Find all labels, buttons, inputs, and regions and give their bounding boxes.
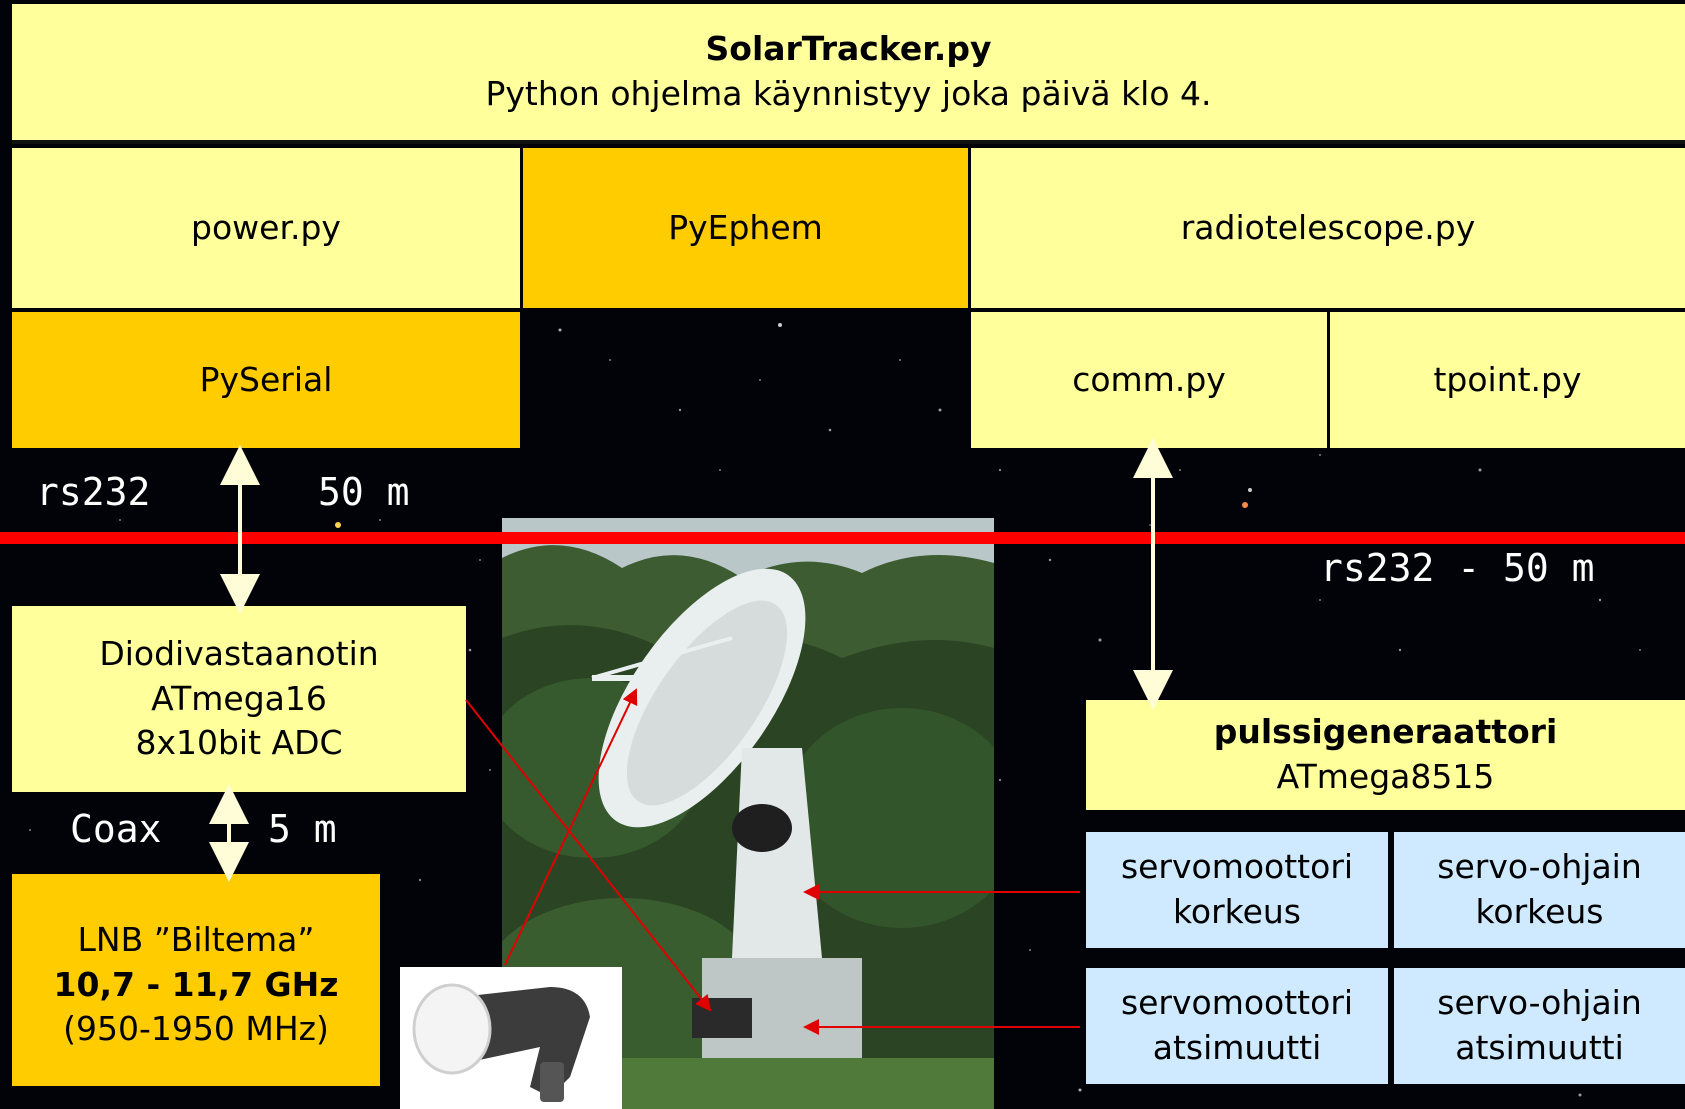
lnb-device-photo bbox=[400, 967, 622, 1109]
power-py-label: power.py bbox=[191, 207, 341, 247]
lnb-box: LNB ”Biltema” 10,7 - 11,7 GHz (950-1950 … bbox=[12, 874, 380, 1086]
receiver-mcu: ATmega16 bbox=[151, 678, 327, 718]
lnb-name: LNB ”Biltema” bbox=[77, 920, 315, 960]
servo-motor-altitude-line1: servomoottori bbox=[1120, 847, 1354, 887]
pyserial-box: PySerial bbox=[12, 312, 520, 448]
servo-driver-azimuth-line2: atsimuutti bbox=[1455, 1028, 1624, 1067]
solartracker-title: SolarTracker.py bbox=[705, 29, 992, 69]
pulse-generator-box: pulssigeneraattori ATmega8515 bbox=[1086, 700, 1685, 810]
right-rs232-label: rs232 - 50 m bbox=[1320, 546, 1595, 590]
servo-motor-altitude-line2: korkeus bbox=[1172, 892, 1302, 931]
servo-driver-azimuth-box: servo-ohjain atsimuutti bbox=[1394, 968, 1685, 1084]
solartracker-subtitle: Python ohjelma käynnistyy joka päivä klo… bbox=[485, 74, 1212, 113]
pulse-generator-mcu: ATmega8515 bbox=[1276, 757, 1495, 796]
pyephem-label: PyEphem bbox=[668, 207, 823, 247]
pyephem-box: PyEphem bbox=[523, 148, 968, 308]
coax-distance-label: 5 m bbox=[268, 807, 337, 851]
tpoint-py-label: tpoint.py bbox=[1433, 359, 1582, 399]
pyserial-label: PySerial bbox=[199, 359, 333, 399]
receiver-pointer-line bbox=[465, 699, 712, 1012]
receiver-name: Diodivastaanotin bbox=[99, 634, 379, 674]
servo-driver-azimuth-line1: servo-ohjain bbox=[1437, 983, 1642, 1023]
servo-motor-azimuth-line2: atsimuutti bbox=[1152, 1028, 1322, 1067]
radiotelescope-py-label: radiotelescope.py bbox=[1180, 207, 1476, 247]
radio-telescope-photo bbox=[502, 518, 994, 1109]
left-rs232-label: rs232 bbox=[36, 470, 151, 514]
left-distance-label: 50 m bbox=[318, 470, 410, 514]
servo-motor-altitude-box: servomoottori korkeus bbox=[1086, 832, 1388, 948]
lnb-band: 10,7 - 11,7 GHz bbox=[53, 964, 339, 1004]
coax-label: Coax bbox=[70, 807, 162, 851]
servo-motor-azimuth-line1: servomoottori bbox=[1120, 983, 1354, 1023]
comm-py-box: comm.py bbox=[971, 312, 1327, 448]
lnb-if-range: (950-1950 MHz) bbox=[63, 1009, 329, 1049]
tpoint-py-box: tpoint.py bbox=[1330, 312, 1685, 448]
servo-driver-altitude-line2: korkeus bbox=[1475, 892, 1604, 931]
receiver-box: Diodivastaanotin ATmega16 8x10bit ADC bbox=[12, 606, 466, 792]
servo-driver-altitude-line1: servo-ohjain bbox=[1437, 847, 1642, 887]
pulse-generator-title: pulssigeneraattori bbox=[1213, 712, 1558, 752]
servo-motor-azimuth-box: servomoottori atsimuutti bbox=[1086, 968, 1388, 1084]
receiver-adc: 8x10bit ADC bbox=[135, 723, 343, 763]
solartracker-box: SolarTracker.py Python ohjelma käynnisty… bbox=[12, 4, 1685, 144]
lnb-pointer-line bbox=[504, 688, 638, 966]
servo-driver-altitude-box: servo-ohjain korkeus bbox=[1394, 832, 1685, 948]
radiotelescope-py-box: radiotelescope.py bbox=[971, 148, 1685, 308]
comm-py-label: comm.py bbox=[1072, 359, 1226, 399]
power-py-box: power.py bbox=[12, 148, 520, 308]
